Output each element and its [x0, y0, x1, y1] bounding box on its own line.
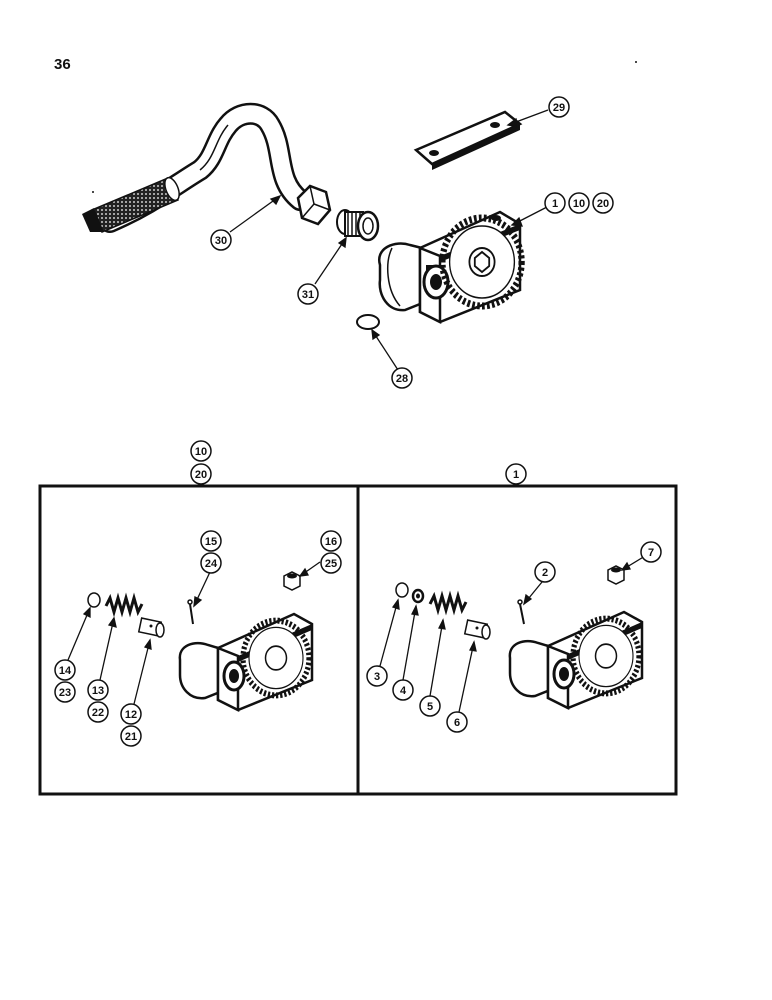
svg-text:12: 12: [125, 709, 137, 721]
nut-right: [607, 565, 625, 585]
speck: [92, 191, 94, 193]
spring-left: [104, 592, 144, 618]
top-leader-lines: [229, 109, 549, 371]
svg-text:14: 14: [59, 665, 72, 677]
svg-text:10: 10: [195, 446, 207, 458]
callout-1-top: 1: [544, 192, 566, 214]
valve-plunger-right: [463, 619, 491, 640]
callout-10-top: 10: [568, 192, 590, 214]
svg-text:4: 4: [400, 685, 407, 697]
callout-15: 15: [200, 530, 222, 552]
cotter-pin-left: [187, 599, 194, 625]
nut-left: [283, 571, 301, 591]
oil-pump-top: [377, 210, 521, 325]
callout-25: 25: [320, 552, 342, 574]
right-panel-parts: [395, 565, 625, 640]
svg-text:25: 25: [325, 558, 337, 570]
callout-24: 24: [200, 552, 222, 574]
callout-4: 4: [392, 679, 414, 701]
valve-plunger-left: [137, 617, 165, 638]
callout-7: 7: [640, 541, 662, 563]
svg-text:16: 16: [325, 536, 337, 548]
callout-20-top: 20: [592, 192, 614, 214]
svg-text:10: 10: [573, 198, 585, 210]
svg-text:13: 13: [92, 685, 104, 697]
svg-text:22: 22: [92, 707, 104, 719]
spring-right: [428, 590, 468, 616]
svg-text:29: 29: [553, 102, 565, 114]
callout-29: 29: [548, 96, 570, 118]
svg-text:20: 20: [195, 469, 207, 481]
svg-text:30: 30: [215, 235, 227, 247]
svg-text:6: 6: [454, 717, 460, 729]
svg-text:3: 3: [374, 671, 380, 683]
svg-text:23: 23: [59, 687, 71, 699]
svg-text:1: 1: [552, 198, 558, 210]
svg-text:31: 31: [302, 289, 314, 301]
fitting: [336, 209, 380, 242]
svg-text:20: 20: [597, 198, 609, 210]
svg-text:28: 28: [396, 373, 408, 385]
page-number: 36: [54, 56, 71, 73]
svg-text:21: 21: [125, 731, 137, 743]
callout-20-left: 20: [190, 463, 212, 485]
callout-28: 28: [391, 367, 413, 389]
o-ring: [356, 314, 380, 330]
strainer-screen: [82, 176, 180, 233]
callout-14: 14: [54, 659, 76, 681]
washer-right: [411, 588, 425, 604]
left-panel-parts: [87, 571, 301, 638]
oil-pump-right: [508, 610, 644, 711]
callout-22: 22: [87, 701, 109, 723]
speck: [635, 61, 637, 63]
svg-text:24: 24: [205, 558, 218, 570]
callout-2: 2: [534, 561, 556, 583]
callout-23: 23: [54, 681, 76, 703]
bottom-leader-lines: [67, 555, 646, 713]
oil-pump-left: [178, 612, 314, 713]
svg-text:15: 15: [205, 536, 217, 548]
callout-21: 21: [120, 725, 142, 747]
callout-13: 13: [87, 679, 109, 701]
oil-tube: [82, 102, 332, 233]
mounting-plate: [413, 110, 523, 170]
callout-10-left: 10: [190, 440, 212, 462]
callout-12: 12: [120, 703, 142, 725]
callout-6: 6: [446, 711, 468, 733]
cotter-pin-right: [517, 599, 525, 625]
svg-text:2: 2: [542, 567, 548, 579]
callout-1-right: 1: [505, 463, 527, 485]
callout-5: 5: [419, 695, 441, 717]
callouts: 29 1 10 20 30 31 28 10 20 1 15 24 16 25 …: [54, 96, 662, 747]
svg-text:5: 5: [427, 701, 433, 713]
tube-nut: [296, 184, 332, 226]
callout-3: 3: [366, 665, 388, 687]
svg-text:7: 7: [648, 547, 654, 559]
svg-text:1: 1: [513, 469, 519, 481]
callout-31: 31: [297, 283, 319, 305]
callout-16: 16: [320, 530, 342, 552]
callout-30: 30: [210, 229, 232, 251]
